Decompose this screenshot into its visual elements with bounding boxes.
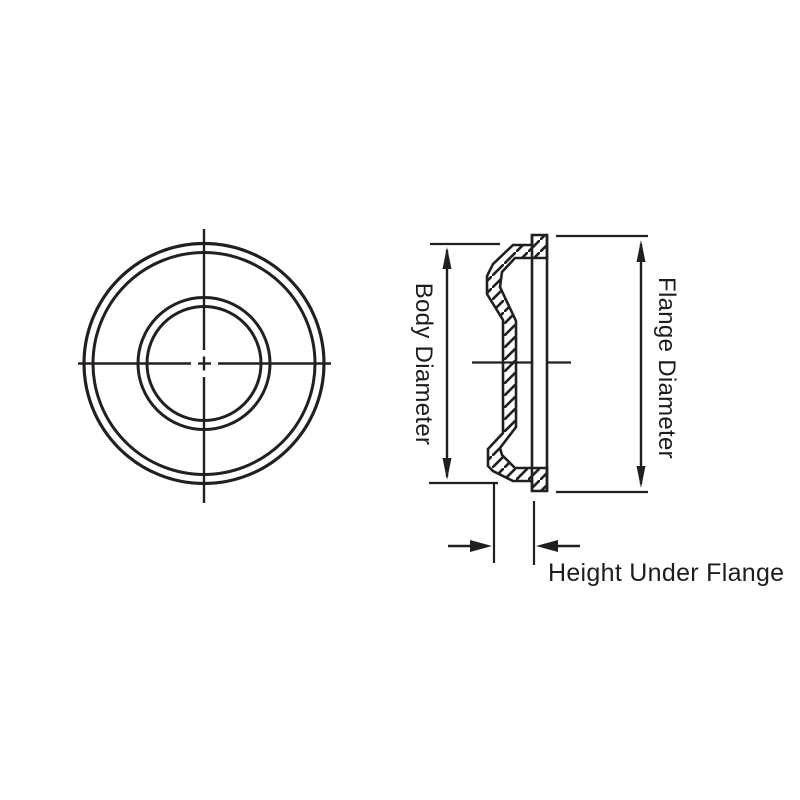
body-diameter-arrow-down-icon <box>442 458 452 480</box>
height-arrow-left-icon <box>536 540 558 552</box>
front-view <box>78 229 331 503</box>
body-diameter-label: Body Diameter <box>410 283 437 446</box>
flange-diameter-arrow-up-icon <box>636 240 646 262</box>
height-under-flange-label: Height Under Flange <box>548 559 784 587</box>
flange-diameter-dimension: Flange Diameter <box>556 234 680 494</box>
height-arrow-right-icon <box>470 540 492 552</box>
flange-diameter-label: Flange Diameter <box>653 277 680 459</box>
flange-diameter-arrow-down-icon <box>636 466 646 488</box>
body-diameter-arrow-up-icon <box>442 247 452 269</box>
side-section-view: Body Diameter Flange Diameter Height Und… <box>410 233 784 587</box>
body-diameter-dimension: Body Diameter <box>410 242 500 485</box>
height-under-flange-dimension: Height Under Flange <box>448 484 784 587</box>
